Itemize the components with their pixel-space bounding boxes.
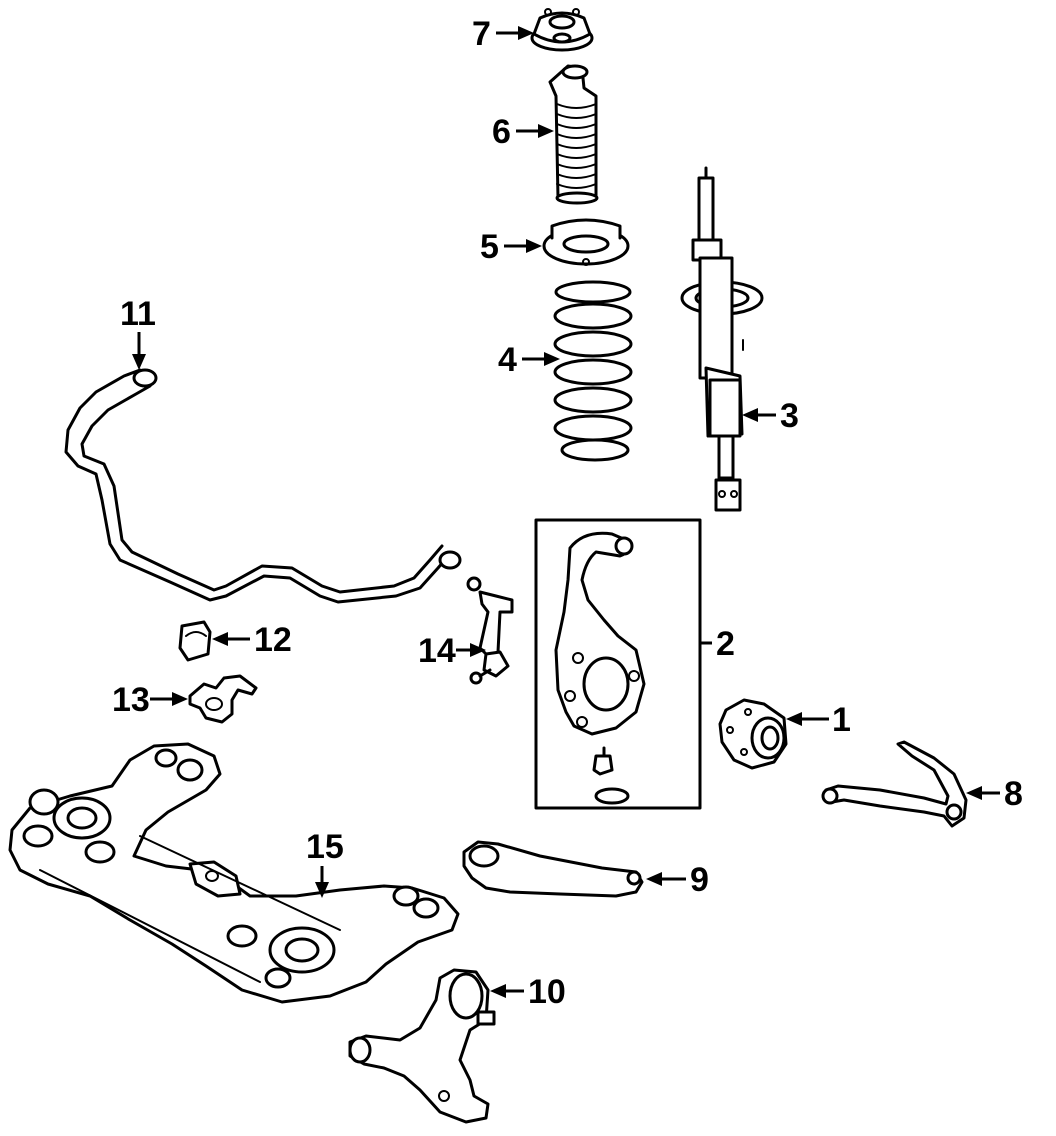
callout-label-3: 3 <box>780 397 799 435</box>
callout-13: 13 <box>112 681 188 719</box>
callout-10: 10 <box>490 973 566 1011</box>
part-9-lower-arm <box>462 840 644 898</box>
callout-label-4: 4 <box>498 341 517 379</box>
part-12-bushing <box>178 620 212 662</box>
callout-6: 6 <box>492 113 554 151</box>
callout-8: 8 <box>966 775 1023 813</box>
callout-label-12: 12 <box>254 621 292 659</box>
part-4-coil-spring <box>553 280 633 462</box>
part-3-strut <box>680 166 764 512</box>
part-5-spring-seat <box>542 218 630 266</box>
part-6-dust-boot <box>548 64 599 205</box>
callout-15: 15 <box>306 828 344 898</box>
callout-label-5: 5 <box>480 228 499 266</box>
callout-2: 2 <box>700 625 735 663</box>
callout-14: 14 <box>418 632 486 670</box>
callout-label-11: 11 <box>120 295 156 333</box>
callout-12: 12 <box>212 621 292 659</box>
callout-label-10: 10 <box>528 973 566 1011</box>
callout-label-7: 7 <box>472 15 491 53</box>
part-11-stabilizer-bar <box>64 368 462 604</box>
callout-4: 4 <box>498 341 560 379</box>
callout-label-9: 9 <box>690 861 709 899</box>
callout-label-1: 1 <box>832 701 851 739</box>
part-7-strut-mount <box>530 8 594 52</box>
callout-3: 3 <box>742 397 799 435</box>
callout-label-2: 2 <box>716 625 735 663</box>
callout-label-15: 15 <box>306 828 344 866</box>
part-8-upper-arm <box>821 740 968 828</box>
callout-5: 5 <box>480 228 542 266</box>
callout-7: 7 <box>472 15 534 53</box>
callout-label-8: 8 <box>1004 775 1023 813</box>
callout-11: 11 <box>120 295 156 370</box>
callout-9: 9 <box>646 861 709 899</box>
callout-label-6: 6 <box>492 113 511 151</box>
callout-label-13: 13 <box>112 681 150 719</box>
part-14-stabilizer-link <box>466 576 514 685</box>
part-13-bracket <box>188 674 258 724</box>
callout-1: 1 <box>786 701 851 739</box>
part-10-lower-arm <box>348 968 496 1124</box>
part-1-hub-bearing <box>718 698 788 770</box>
part-2-knuckle <box>534 518 702 810</box>
part-15-subframe <box>8 742 460 1004</box>
callout-label-14: 14 <box>418 632 456 670</box>
